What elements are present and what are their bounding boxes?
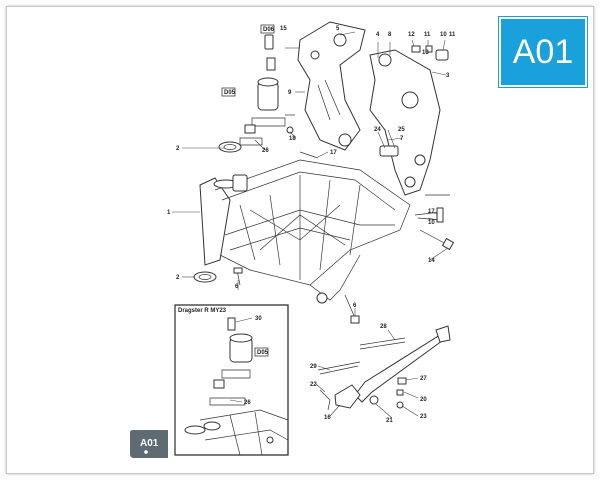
callout-16: 16 [324,415,331,421]
swingarm-plate-right [369,49,441,196]
steering-damper-top [239,34,286,146]
bearing-top [218,141,242,153]
callout-labels: 2 2 1 9 15 5 4 8 12 11 10 11 13 3 24 25 … [167,26,456,424]
callout-17: 17 [330,150,337,156]
callout-28: 28 [380,324,387,330]
callout-26: 26 [262,148,269,154]
swingarm-plate-left [297,21,366,151]
callout-2-bottom: 2 [176,275,180,281]
callout-5: 5 [336,26,340,32]
callout-10-b: 10 [428,220,435,226]
callout-22: 22 [310,382,317,388]
callout-27: 27 [420,376,427,382]
callout-11-top: 11 [424,32,431,38]
callout-29: 29 [310,364,317,370]
corner-tag-label: A01 [140,438,159,449]
corner-tag: A01 [130,430,168,458]
ref-d05-inset: D05 [257,350,269,356]
callout-6-right: 6 [353,303,357,309]
callout-11-b: 11 [449,32,456,38]
section-badge: A01 [499,17,587,87]
callout-18: 18 [289,136,296,142]
boxed-labels: D06 D05 D05 [221,24,275,357]
callout-24: 24 [374,127,381,133]
callout-17-b: 17 [428,209,435,215]
inset-box [174,304,289,456]
callout-10-top: 10 [440,32,447,38]
bearing-bottom [193,271,217,283]
callout-12: 12 [408,32,415,38]
callout-20: 20 [420,397,427,403]
callout-7: 7 [400,136,404,142]
main-frame [199,159,411,304]
inset-title: Dragster R MY23 [178,308,227,314]
callout-26-inset: 26 [244,400,251,406]
side-stand-assembly [317,325,451,411]
callout-9: 9 [288,90,292,96]
callout-23: 23 [420,414,427,420]
callout-6-left: 6 [235,284,239,290]
leader-lines [172,31,449,419]
callout-13: 13 [422,50,429,56]
ref-d05-main: D05 [224,90,236,96]
callout-8: 8 [388,32,392,38]
callout-3: 3 [446,73,450,79]
ref-d06: D06 [263,27,275,33]
top-right-bolts [411,45,449,61]
steering-head-tube [199,177,231,266]
callout-1: 1 [167,210,171,216]
callout-2-top: 2 [176,146,180,152]
callout-30: 30 [255,316,262,322]
callout-25: 25 [398,127,405,133]
callout-14: 14 [428,258,435,264]
callout-15: 15 [280,26,287,32]
callout-21: 21 [386,418,393,424]
callout-4: 4 [376,32,380,38]
side-bolts [233,114,455,324]
